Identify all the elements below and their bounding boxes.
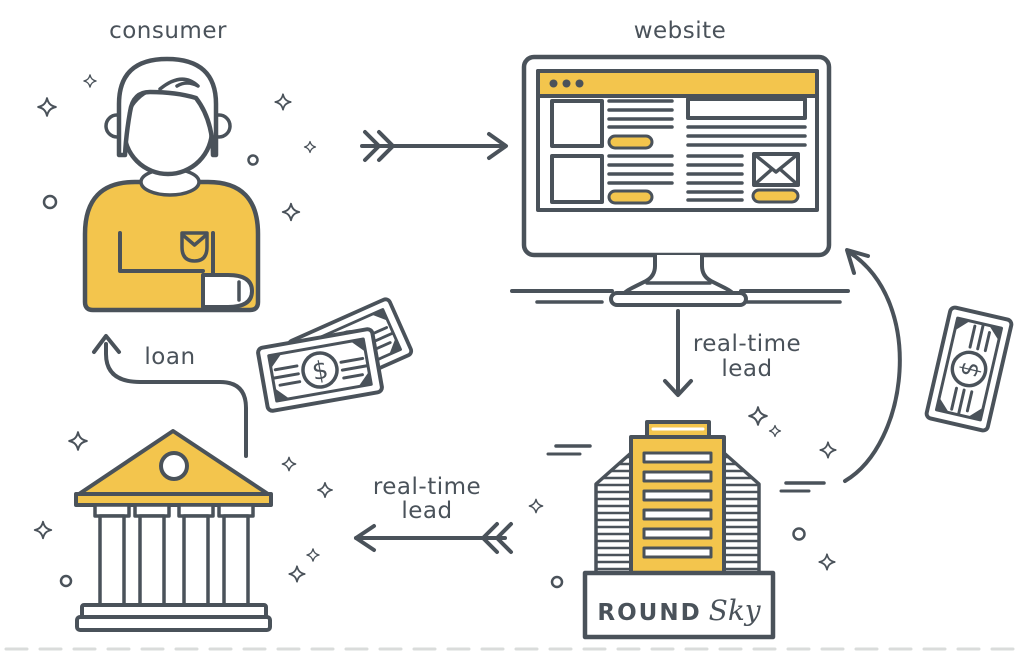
envelope-icon bbox=[752, 152, 800, 187]
brand-signboard bbox=[582, 570, 776, 640]
thumbnail-placeholder bbox=[550, 154, 604, 204]
money-bills-icon: $ $ bbox=[255, 295, 415, 414]
website-node: website bbox=[510, 18, 850, 307]
roundsky-to-lender-label-line2: lead bbox=[401, 498, 452, 524]
roundsky-to-website-arrow bbox=[843, 248, 902, 483]
dollar-sign: $ bbox=[310, 355, 331, 386]
button-placeholder bbox=[751, 188, 800, 204]
button-placeholder bbox=[607, 134, 654, 150]
money-bill-icon: $ bbox=[923, 304, 1015, 434]
button-placeholder bbox=[607, 189, 654, 205]
website-label: website bbox=[634, 18, 727, 44]
lender-node bbox=[74, 429, 273, 632]
person-icon bbox=[82, 56, 261, 313]
website-to-roundsky-label-line2: lead bbox=[721, 356, 772, 382]
bank-icon bbox=[74, 429, 273, 632]
thumbnail-placeholder bbox=[550, 99, 604, 148]
loan-label: loan bbox=[144, 344, 195, 370]
browser-dots-icon bbox=[549, 79, 584, 88]
lender-to-consumer-arrow: loan bbox=[92, 334, 248, 458]
roundsky-to-lender-label-line1: real-time bbox=[373, 474, 481, 500]
banner-placeholder bbox=[686, 97, 807, 120]
website-to-roundsky-label-line1: real-time bbox=[693, 331, 801, 357]
building-windows bbox=[642, 451, 713, 559]
decorative-sparkles bbox=[33, 74, 837, 589]
consumer-to-website-arrow bbox=[360, 130, 508, 162]
website-to-roundsky-arrow: real-time lead bbox=[663, 309, 801, 397]
dollar-sign: $ bbox=[953, 358, 985, 380]
consumer-node: consumer bbox=[82, 18, 261, 313]
consumer-label: consumer bbox=[109, 18, 227, 44]
bank-columns bbox=[93, 503, 255, 607]
monitor-icon bbox=[510, 54, 850, 307]
browser-titlebar bbox=[536, 69, 819, 98]
roundsky-to-lender-arrow: real-time lead bbox=[354, 474, 513, 554]
ground-marks bbox=[4, 444, 1020, 651]
